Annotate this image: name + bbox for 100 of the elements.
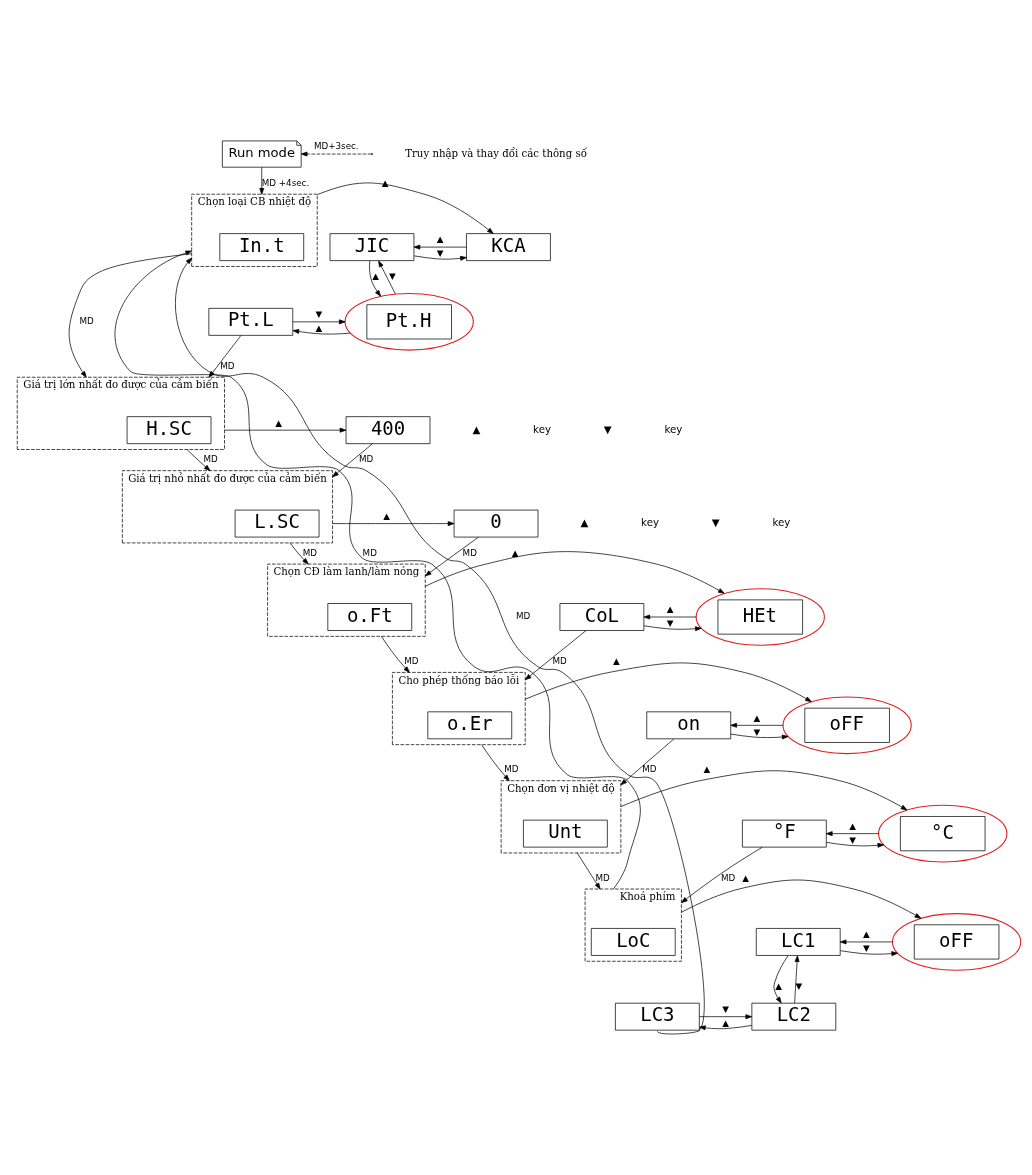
label: key [533,423,551,435]
edge-label: MD [404,656,419,667]
edge-label: ▼ [753,726,761,737]
arrow [773,955,789,1004]
edge-label: MD [552,656,567,667]
node-box: H.SC [126,416,212,445]
node-box: Unt [523,819,608,848]
node-box: o.Er [427,711,513,740]
label: Truy nhập và thay đổi các thông số [405,147,587,159]
arrow [332,443,373,478]
arrow [378,260,396,295]
edge-label: MD [362,547,377,558]
node-box: 0 [453,509,539,538]
arrow [481,744,510,782]
label: ▲ [580,517,589,529]
arrow [114,250,641,890]
node-box: LC3 [615,1002,700,1031]
edge-label: ▲ [863,929,870,940]
edge-label: ▼ [666,618,674,629]
edge-label: ▲ [722,1017,729,1028]
arrow [292,319,346,325]
edge-label: MD [79,316,94,327]
arrow [524,630,587,681]
edge-label: ▼ [849,834,856,845]
arrow [576,852,601,890]
label: key [641,517,659,529]
edge-label: ▼ [389,271,396,282]
arrow [826,831,880,837]
arrow [681,846,763,904]
edge-label: MD [721,872,736,883]
edge-label: ▲ [383,510,390,521]
node-box: on [646,711,732,740]
node-box: 400 [345,416,431,445]
arrow [186,449,211,472]
edge-label: MD [462,547,477,558]
arrow [381,636,410,673]
node-box: JIC [329,233,415,261]
edge-label: ▼ [315,309,323,320]
arrow [620,738,675,786]
edge-label: MD [203,454,218,465]
arrow [316,182,494,234]
arrow [826,842,885,848]
arrow [413,255,467,261]
edge-label: MD [302,547,318,558]
edge-label: ▲ [613,656,620,667]
edge-label: ▼ [863,943,870,954]
node-box: L.SC [234,509,320,538]
edge-label: MD [358,454,374,465]
edge-label: ▲ [703,764,711,775]
edge-label: ▲ [849,820,856,831]
arrow [413,244,467,250]
edge-label: ▲ [666,604,674,615]
arrow [300,151,372,157]
edge-label: ▲ [275,417,282,428]
edge-label: MD +4sec. [261,177,310,188]
edge-label: ▼ [436,248,444,259]
arrow [224,427,347,433]
edge-label: ▲ [511,547,519,558]
arrow [292,329,351,335]
node-box: CoL [559,603,645,631]
edge-label: ▲ [753,712,761,723]
arrow [699,1025,752,1031]
node-ellipse: Pt.H [344,293,474,351]
edge-label: MD [504,764,519,775]
edge-label: MD [220,360,235,371]
arrow [424,551,725,594]
node-box: °F [742,819,827,848]
label: key [664,423,683,435]
edge-label: ▲ [315,323,323,334]
node-box: KCA [466,233,551,261]
label: ▼ [711,517,720,529]
node-box: In.t [219,233,305,261]
arrow [332,521,455,526]
arrow [68,253,193,378]
arrow [289,542,309,565]
label: ▼ [603,423,612,435]
edge-label: MD+3sec. [313,141,359,152]
arrow [620,770,908,811]
arrow [699,1014,753,1020]
arrow [730,733,789,740]
arrow [369,260,381,297]
arrow [643,614,697,620]
edge-label: ▲ [381,177,389,188]
edge-label: ▼ [722,1004,729,1015]
label: key [772,517,791,529]
edge-label: ▲ [742,872,750,883]
arrow [175,257,705,1035]
arrow [681,879,922,919]
node-box: Pt.L [208,308,294,336]
node-box: LC1 [755,928,841,956]
edge-label: ▲ [436,234,444,245]
arrow [259,166,265,195]
edge-label: MD [515,611,531,622]
arrow [730,722,784,728]
arrow [643,625,702,632]
edge-label: MD [595,872,610,883]
label: ▲ [472,423,481,435]
edge-label: ▲ [372,271,379,282]
arrow [524,662,812,703]
arrow [424,536,479,577]
